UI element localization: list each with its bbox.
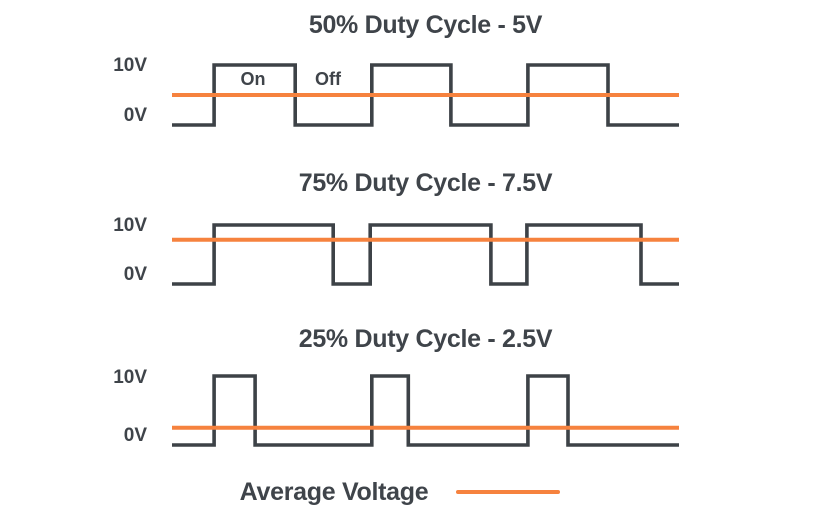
off-label: Off (315, 69, 341, 89)
panel-title-25-duty: 25% Duty Cycle - 2.5V (298, 325, 553, 353)
square-wave-75-percent (172, 223, 679, 286)
legend-average-voltage-label: Average Voltage (239, 477, 429, 506)
y-axis-label-0v-panel1: 0V (123, 105, 147, 126)
legend: Average Voltage (0, 476, 800, 508)
panel-title-75-duty: 75% Duty Cycle - 7.5V (298, 169, 553, 197)
average-voltage-line-swatch (456, 490, 561, 494)
square-wave-50-percent (172, 63, 679, 127)
panel-title-50-duty: 50% Duty Cycle - 5V (308, 11, 543, 39)
square-wave-25-percent (172, 374, 679, 447)
y-axis-label-10v-panel1: 10V (113, 55, 147, 76)
on-label: On (240, 69, 266, 89)
y-axis-label-10v-panel2: 10V (113, 215, 147, 236)
y-axis-label-10v-panel3: 10V (113, 367, 147, 388)
y-axis-label-0v-panel2: 0V (123, 264, 147, 285)
y-axis-label-0v-panel3: 0V (123, 425, 147, 446)
